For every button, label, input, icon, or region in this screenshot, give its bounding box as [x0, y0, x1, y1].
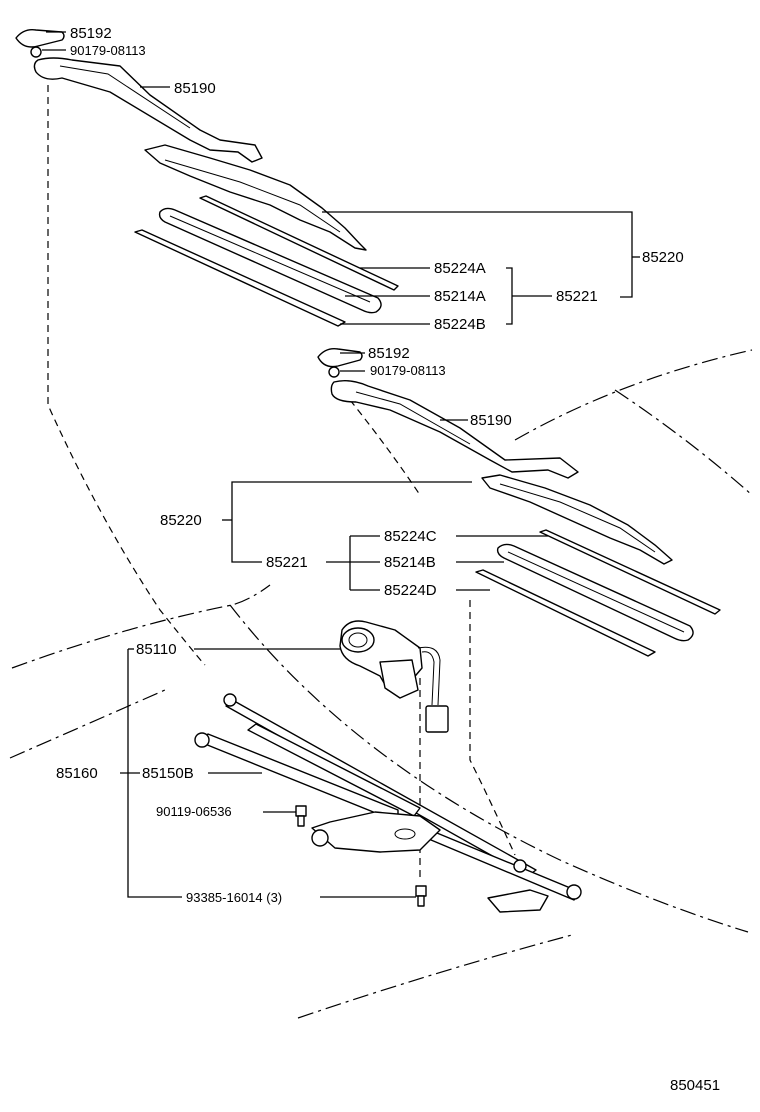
top-wiper-arm-group [15, 28, 399, 327]
insert-a [199, 195, 399, 291]
label-85224B: 85224B [434, 316, 486, 333]
blade-frame-top [144, 144, 367, 251]
label-85110: 85110 [136, 641, 177, 658]
label-85160: 85160 [56, 765, 98, 782]
label-85221-top: 85221 [556, 288, 598, 305]
label-85150B: 85150B [142, 765, 194, 782]
nut-mid [328, 366, 340, 378]
motor-connector [425, 705, 449, 733]
motor-linkage-group [194, 620, 582, 913]
label-85192-top: 85192 [70, 25, 112, 42]
arm-cap-mid [317, 347, 363, 368]
arm-cap-top [15, 28, 65, 48]
label-85224C: 85224C [384, 528, 437, 545]
wiper-arm-top [33, 57, 263, 163]
label-90179-top: 90179-08113 [70, 43, 146, 58]
crank-plate [311, 811, 441, 853]
figure-number: 850451 [670, 1077, 720, 1094]
windshield-outline [9, 349, 753, 1019]
blade-rubber-a [158, 207, 382, 314]
label-90179-mid: 90179-08113 [370, 363, 446, 378]
blade-frame-mid [481, 474, 673, 565]
leader-lines [42, 31, 640, 898]
label-90119: 90119-06536 [156, 804, 232, 819]
label-85224D: 85224D [384, 582, 437, 599]
wiper-arm-mid [330, 379, 579, 479]
label-85214B: 85214B [384, 554, 436, 571]
label-85190-mid: 85190 [470, 412, 512, 429]
middle-wiper-arm-group [317, 347, 721, 657]
part-labels: 85192 90179-08113 85190 85220 85224A 852… [56, 25, 720, 1094]
mount-bolt [415, 885, 427, 907]
label-85224A: 85224A [434, 260, 486, 277]
label-85221-mid: 85221 [266, 554, 308, 571]
nut-top [30, 46, 42, 58]
small-bolt [295, 805, 307, 827]
label-93385: 93385-16014 (3) [186, 890, 282, 905]
insert-d [475, 569, 656, 657]
insert-c [539, 529, 721, 615]
label-85220-top: 85220 [642, 249, 684, 266]
label-85190-top: 85190 [174, 80, 216, 97]
label-85192-mid: 85192 [368, 345, 410, 362]
label-85220-mid: 85220 [160, 512, 202, 529]
insert-b [134, 229, 346, 327]
blade-rubber-b [496, 543, 694, 642]
label-85214A: 85214A [434, 288, 486, 305]
